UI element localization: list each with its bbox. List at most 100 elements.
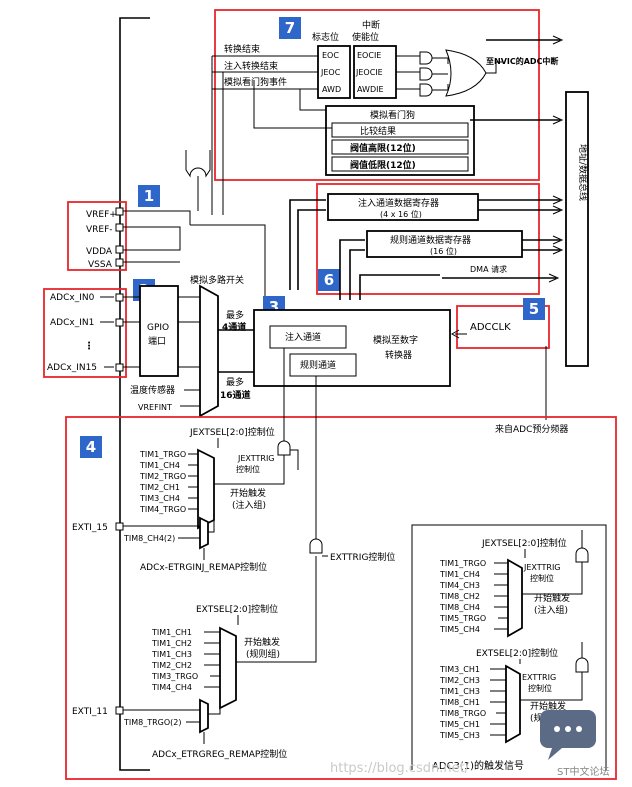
enable-awdie: AWDIE — [357, 85, 384, 94]
adc3-jext-src-2: TIM4_CH3 — [439, 581, 480, 590]
pin-vref-minus — [115, 223, 124, 232]
watchdog-awd-line — [299, 88, 326, 111]
adc3-jext-src-5: TIM5_TRGO — [439, 614, 486, 623]
ext-src-0: TIM1_CH1 — [151, 628, 192, 637]
badge-7 — [279, 17, 301, 39]
remap-regular-lines — [203, 700, 221, 744]
watchdog-row-low — [331, 156, 469, 172]
adc3-jext-src-6: TIM5_CH4 — [439, 625, 480, 634]
jexttrig-enable-line — [290, 449, 299, 470]
address-data-bus — [565, 91, 589, 367]
adc3-ext-src-3: TIM8_CH1 — [439, 698, 480, 707]
exti15-label: EXTI_15 — [72, 523, 108, 533]
badge-3-label: 3 — [269, 298, 279, 316]
adc3-start-regular-1: 开始触发 — [530, 700, 566, 712]
adc3-exttrig-1: EXTTRIG — [522, 673, 556, 682]
jext-selector — [197, 448, 215, 530]
regular-data-path — [339, 239, 440, 300]
etrginj-label: ADCx-ETRGINJ_REMAP控制位 — [140, 561, 267, 573]
enable-register — [353, 45, 397, 99]
register-bus-lines — [442, 199, 560, 279]
watermark: https://blog.csdn.net/ — [330, 761, 470, 776]
jextsel-label: JEXTSEL[2:0]控制位 — [189, 426, 275, 438]
adc3-exttrig-2: 控制位 — [528, 683, 552, 693]
start-injected-1: 开始触发 — [230, 487, 266, 499]
badge-4-label: 4 — [86, 438, 96, 456]
max16-label-2: 16通道 — [220, 389, 251, 401]
chip-border — [119, 17, 150, 771]
adc3-ext-src-2: TIM1_CH3 — [439, 687, 480, 696]
start-injected-2: (注入组) — [232, 499, 266, 511]
start-regular-2: (规则组) — [246, 648, 280, 660]
regular-channel-label: 规则通道 — [300, 359, 336, 371]
register-bus-arrows — [548, 195, 564, 283]
enable-lines — [396, 55, 420, 90]
badge-6 — [318, 269, 340, 291]
jexttrig-gate — [277, 440, 291, 456]
flag-eoc: EOC — [322, 51, 339, 60]
input-in15: ADCx_IN15 — [47, 363, 97, 373]
ref-vssa: VSSA — [88, 260, 113, 270]
adc3-jexttrig-gate — [575, 547, 589, 563]
st-chat-dot-2 — [565, 726, 571, 732]
adc3-frame — [411, 524, 607, 770]
section-6-frame — [316, 183, 540, 295]
ref-lines — [123, 210, 191, 263]
adc3-start-injected-1: 开始触发 — [534, 592, 570, 604]
tim8-trgo-label: TIM8_TRGO(2) — [123, 718, 182, 727]
ext-src-2: TIM1_CH3 — [151, 650, 192, 659]
jext-src-5: TIM4_TRGO — [139, 505, 186, 514]
pin-to-gpio-lines — [123, 296, 140, 368]
adc3-ext-src-5: TIM5_CH1 — [439, 720, 480, 729]
gpio-to-mux-lines — [178, 296, 200, 368]
ext-src-3: TIM2_CH2 — [151, 661, 192, 670]
nvic-line — [486, 61, 502, 74]
gpio-block — [139, 285, 179, 377]
flag-awd: AWD — [322, 85, 341, 94]
adc3-jext-src-1: TIM1_CH4 — [439, 570, 480, 579]
watchdog-compare-label: 比较结果 — [360, 125, 396, 137]
st-chat-dot-1 — [554, 726, 560, 732]
temp-vref-lines — [180, 389, 200, 407]
injected-register-size: (4 x 16 位) — [380, 209, 422, 219]
flag-jeoc: JEOC — [320, 68, 341, 77]
jext-src-0: TIM1_TRGO — [139, 450, 186, 459]
start-regular-1: 开始触发 — [244, 636, 280, 648]
adc3-jext-selector — [507, 558, 523, 638]
jext-output-line — [214, 455, 285, 485]
enable-eocie: EOCIE — [357, 51, 381, 60]
badge-1-label: 1 — [144, 187, 154, 205]
adc3-ext-src-4: TIM8_TRGO — [439, 709, 486, 718]
ref-vref-plus: VREF+ — [86, 210, 117, 220]
max4-label-2: 4通道 — [222, 321, 246, 333]
input-in1: ADCx_IN1 — [50, 318, 94, 328]
enable-jeocie: JEOCIE — [355, 68, 383, 77]
section-4-frame — [65, 416, 617, 780]
ref-to-adc-line — [190, 224, 266, 310]
watchdog-row-compare — [331, 122, 469, 138]
adc3-ext-selector — [505, 664, 521, 744]
jexttrig-label-2: 控制位 — [236, 464, 260, 474]
st-chat-dot-3 — [576, 726, 582, 732]
st-chat-icon-tail — [548, 748, 562, 760]
remap-mux-injected — [199, 516, 209, 550]
exti11-label: EXTI_11 — [72, 707, 108, 717]
prescaler-label: 来自ADC预分频器 — [495, 423, 568, 435]
section-7-frame — [214, 9, 540, 181]
event-jeoc: 注入转换结束 — [224, 60, 278, 72]
injected-data-register — [327, 193, 479, 221]
adc-core-label-2: 转换器 — [385, 349, 412, 361]
regular-register-size: (16 位) — [430, 246, 457, 256]
adc3-ext-output — [520, 672, 583, 701]
max16-label-1: 最多 — [226, 376, 244, 388]
jext-src-3: TIM2_CH1 — [139, 483, 180, 492]
remap-mux-regular — [199, 698, 209, 734]
badge-6-label: 6 — [324, 271, 334, 289]
pin-vdda — [115, 245, 124, 254]
adc3-caption: ADC3(1)的触发信号 — [432, 759, 524, 772]
adc3-jext-src-0: TIM1_TRGO — [439, 559, 486, 568]
flag-label: 标志位 — [312, 31, 339, 43]
section-2-frame — [43, 288, 127, 378]
section-1-frame — [67, 201, 127, 271]
